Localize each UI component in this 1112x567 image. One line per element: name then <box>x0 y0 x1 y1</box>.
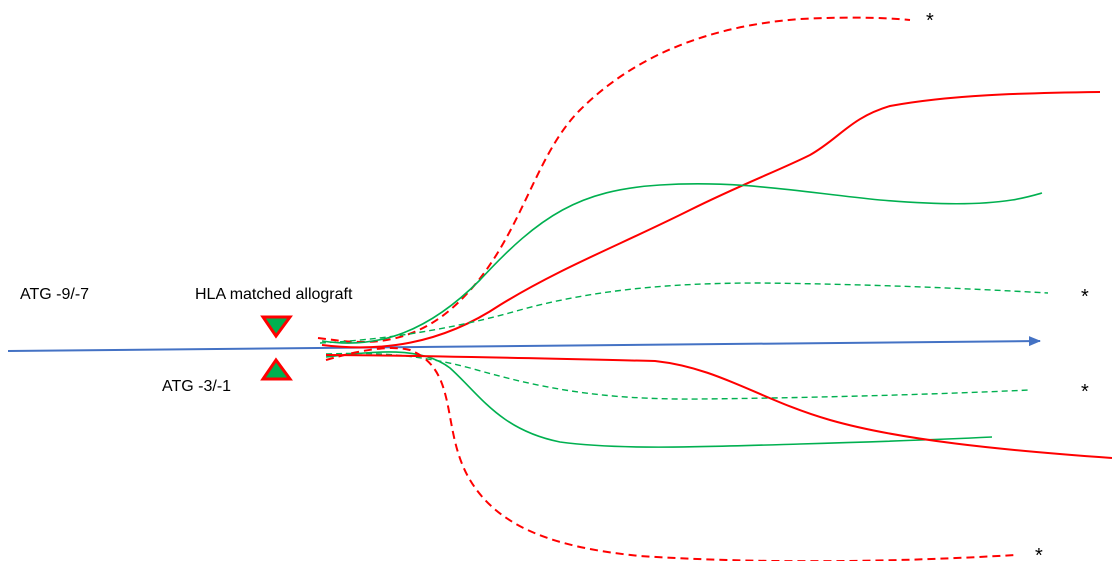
significance-marker-upper-dashed-green: * <box>1081 286 1089 308</box>
red-dashed-curve-lower <box>325 347 1016 561</box>
down-triangle-icon <box>260 315 293 339</box>
timeline-arrow <box>7 336 1041 352</box>
up-triangle-icon <box>260 357 293 381</box>
pre-transplant-label: ATG -9/-7 <box>20 286 90 303</box>
red-solid-curve-lower <box>325 354 1112 459</box>
green-dashed-curve-lower <box>325 352 1031 400</box>
red-solid-curve-upper <box>321 91 1101 349</box>
transplant-label: HLA matched allograft <box>195 286 353 303</box>
significance-marker-lower-dashed-green: * <box>1081 381 1089 403</box>
post-transplant-label: ATG -3/-1 <box>162 378 232 395</box>
green-solid-curve-lower <box>325 351 993 448</box>
significance-marker-upper-dashed-red: * <box>926 10 934 32</box>
red-dashed-curve-upper <box>317 16 911 343</box>
significance-marker-lower-dashed-red: * <box>1035 545 1043 567</box>
green-dashed-curve-upper <box>319 282 1049 344</box>
green-solid-curve-upper <box>321 183 1043 344</box>
